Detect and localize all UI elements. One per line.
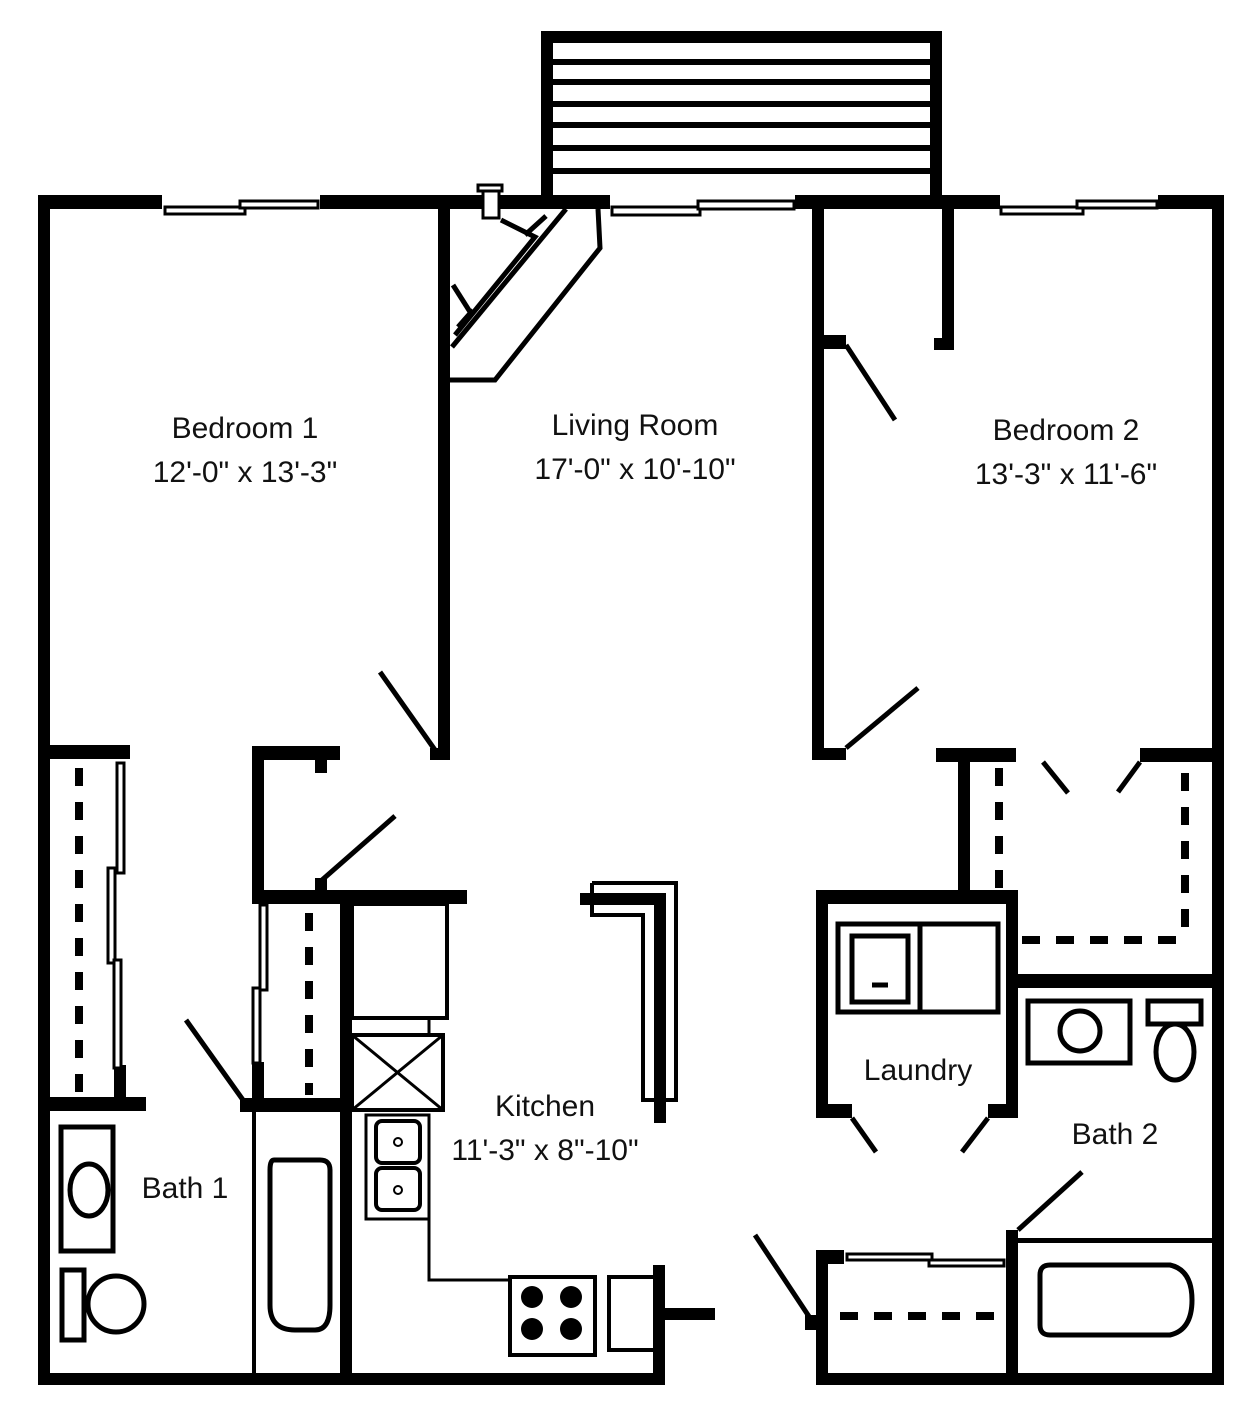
room-dimensions: 11'-3" x 8"-10" [451, 1133, 639, 1167]
room-label-kitchen: Kitchen 11'-3" x 8"-10" [451, 1088, 638, 1169]
room-dimensions: 17'-0" x 10'-10" [534, 452, 736, 486]
door-swings [183, 343, 1143, 1320]
kitchen-fixtures [350, 902, 657, 1357]
room-name: Bedroom 1 [171, 412, 319, 445]
windows [106, 199, 1159, 1268]
room-label-laundry: Laundry [864, 1052, 972, 1090]
room-name: Living Room [551, 409, 719, 442]
room-name: Bedroom 2 [992, 414, 1140, 447]
room-name: Bath 1 [141, 1172, 229, 1205]
room-label-bath-1: Bath 1 [142, 1170, 229, 1208]
room-label-bedroom-2: Bedroom 2 13'-3" x 11'-6" [975, 412, 1157, 493]
room-dimensions: 13'-3" x 11'-6" [974, 457, 1158, 491]
room-label-bath-2: Bath 2 [1072, 1116, 1159, 1154]
bath-2-fixtures [1025, 998, 1204, 1338]
room-name: Laundry [863, 1054, 973, 1087]
room-label-bedroom-1: Bedroom 1 12'-0" x 13'-3" [153, 410, 338, 491]
room-name: Bath 2 [1071, 1118, 1159, 1151]
balcony [541, 31, 942, 196]
room-label-living-room: Living Room 17'-0" x 10'-10" [534, 407, 735, 488]
stove-burners [521, 1286, 582, 1340]
washer-dryer [835, 921, 1001, 1015]
room-name: Kitchen [494, 1090, 596, 1123]
closet-shelves [75, 768, 1189, 1320]
room-dimensions: 12'-0" x 13'-3" [152, 455, 338, 489]
bath-1-fixtures [58, 1124, 333, 1343]
fireplace [450, 183, 603, 383]
